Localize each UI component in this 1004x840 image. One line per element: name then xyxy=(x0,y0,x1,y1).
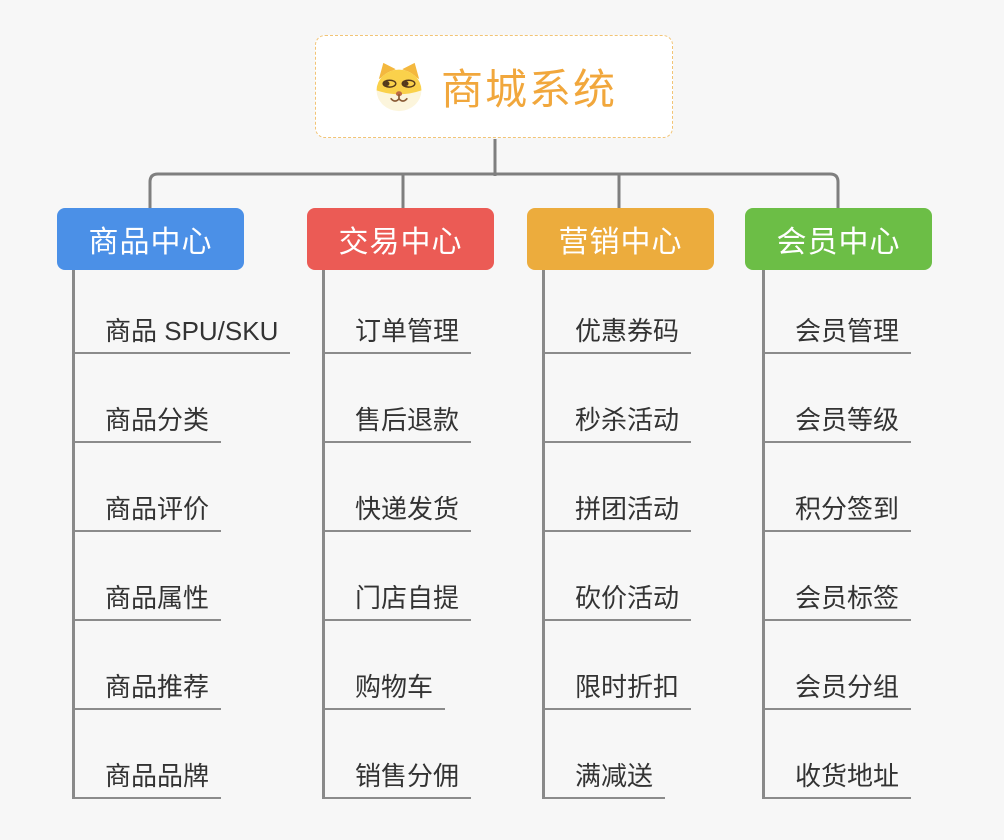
subtopic-item[interactable]: 销售分佣 xyxy=(325,762,472,799)
root-label: 商城系统 xyxy=(440,66,617,113)
branch-box-product-center[interactable]: 商品中心 xyxy=(57,208,244,270)
subtopic-slot: 会员分组 xyxy=(765,621,912,710)
branch-box-trade-center[interactable]: 交易中心 xyxy=(307,208,494,270)
subtopic-item[interactable]: 拼团活动 xyxy=(545,495,692,532)
subtopic-item[interactable]: 快递发货 xyxy=(325,495,472,532)
subtopic-slot: 商品分类 xyxy=(75,354,290,443)
subtopic-item[interactable]: 商品评价 xyxy=(75,495,222,532)
subtopic-item[interactable]: 积分签到 xyxy=(765,495,912,532)
subtopic-item[interactable]: 收货地址 xyxy=(765,762,912,799)
subtopic-slot: 会员等级 xyxy=(765,354,912,443)
subtree-trade-center: 订单管理 售后退款 快递发货 门店自提 购物车 销售分佣 xyxy=(322,270,472,799)
subtopic-item[interactable]: 商品属性 xyxy=(75,584,222,621)
subtopic-slot: 商品属性 xyxy=(75,532,290,621)
subtree-member-center: 会员管理 会员等级 积分签到 会员标签 会员分组 收货地址 xyxy=(762,270,912,799)
subtopic-item[interactable]: 购物车 xyxy=(325,673,446,710)
subtopic-item[interactable]: 会员标签 xyxy=(765,584,912,621)
subtopic-item[interactable]: 订单管理 xyxy=(325,317,472,354)
dog-face-icon xyxy=(376,62,422,111)
subtree-product-center: 商品 SPU/SKU 商品分类 商品评价 商品属性 商品推荐 商品品牌 xyxy=(72,270,291,799)
subtopic-item[interactable]: 商品 SPU/SKU xyxy=(75,317,291,354)
subtopic-item[interactable]: 商品品牌 xyxy=(75,762,222,799)
subtopic-slot: 积分签到 xyxy=(765,443,912,532)
subtopic-item[interactable]: 秒杀活动 xyxy=(545,406,692,443)
branch-box-marketing-center[interactable]: 营销中心 xyxy=(527,208,714,270)
subtopic-item[interactable]: 商品推荐 xyxy=(75,673,222,710)
subtopic-item[interactable]: 限时折扣 xyxy=(545,673,692,710)
subtopic-slot: 会员管理 xyxy=(765,270,912,354)
subtopic-slot: 满减送 xyxy=(545,710,691,799)
subtopic-item[interactable]: 售后退款 xyxy=(325,406,472,443)
subtopic-slot: 商品 SPU/SKU xyxy=(75,270,291,354)
subtopic-item[interactable]: 砍价活动 xyxy=(545,584,692,621)
subtopic-slot: 会员标签 xyxy=(765,532,912,621)
subtopic-slot: 商品推荐 xyxy=(75,621,290,710)
subtopic-slot: 拼团活动 xyxy=(545,443,692,532)
subtopic-item[interactable]: 会员管理 xyxy=(765,317,912,354)
subtree-marketing-center: 优惠券码 秒杀活动 拼团活动 砍价活动 限时折扣 满减送 xyxy=(542,270,692,799)
root-node[interactable]: 商城系统 xyxy=(315,35,673,138)
subtopic-item[interactable]: 优惠券码 xyxy=(545,317,692,354)
subtopic-item[interactable]: 商品分类 xyxy=(75,406,222,443)
subtopic-slot: 商品评价 xyxy=(75,443,290,532)
subtopic-item[interactable]: 门店自提 xyxy=(325,584,472,621)
subtopic-slot: 砍价活动 xyxy=(545,532,692,621)
subtopic-item[interactable]: 满减送 xyxy=(545,762,666,799)
subtopic-slot: 订单管理 xyxy=(325,270,472,354)
subtopic-slot: 限时折扣 xyxy=(545,621,692,710)
subtopic-slot: 优惠券码 xyxy=(545,270,692,354)
subtopic-slot: 秒杀活动 xyxy=(545,354,692,443)
subtopic-slot: 收货地址 xyxy=(765,710,912,799)
connector-group xyxy=(148,139,840,210)
branch-frame-line xyxy=(148,172,840,210)
subtopic-slot: 快递发货 xyxy=(325,443,472,532)
subtopic-slot: 门店自提 xyxy=(325,532,472,621)
subtopic-item[interactable]: 会员等级 xyxy=(765,406,912,443)
subtopic-slot: 购物车 xyxy=(325,621,471,710)
subtopic-slot: 商品品牌 xyxy=(75,710,290,799)
subtopic-slot: 售后退款 xyxy=(325,354,472,443)
subtopic-slot: 销售分佣 xyxy=(325,710,472,799)
subtopic-item[interactable]: 会员分组 xyxy=(765,673,912,710)
branch-box-member-center[interactable]: 会员中心 xyxy=(745,208,932,270)
